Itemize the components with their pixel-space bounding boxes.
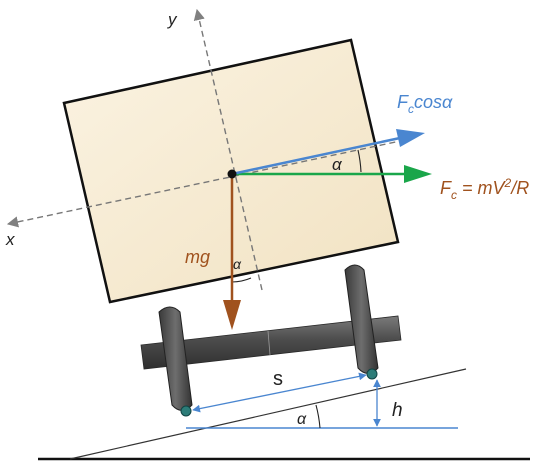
x-axis-label: x <box>5 230 15 249</box>
angle-arc-weight <box>231 277 252 283</box>
centrifugal-force-label: Fc = mV2/R <box>440 176 529 202</box>
axle <box>140 315 402 370</box>
right-contact-point <box>366 368 378 380</box>
fc-cos-force-arrowhead <box>396 129 425 147</box>
y-axis <box>193 8 263 291</box>
left-contact-point <box>180 405 192 417</box>
alpha-label-slope: α <box>297 411 307 428</box>
angle-arc-slope <box>315 404 321 429</box>
fc-cos-force-shaft <box>231 136 401 176</box>
centrifugal-force-arrowhead <box>404 165 432 183</box>
gauge-label-s: s <box>273 368 283 390</box>
weight-force-label: mg <box>185 247 210 267</box>
fc-cos-force-label: Fccosα <box>397 92 453 116</box>
wheelset <box>140 264 402 417</box>
y-axis-label: y <box>167 10 178 29</box>
alpha-label-weight: α <box>233 256 242 272</box>
angle-arc-force <box>357 149 362 173</box>
rail-slope-line <box>69 368 467 460</box>
superelevation-label-h: h <box>392 400 403 421</box>
gauge-dimension-s <box>192 372 367 413</box>
alpha-label-force: α <box>332 155 343 174</box>
left-wheel <box>158 306 193 411</box>
axle-joint <box>267 330 271 356</box>
weight-force-arrowhead <box>223 300 241 330</box>
center-of-mass-point <box>227 169 237 179</box>
right-wheel <box>344 264 379 374</box>
x-axis <box>6 139 406 228</box>
